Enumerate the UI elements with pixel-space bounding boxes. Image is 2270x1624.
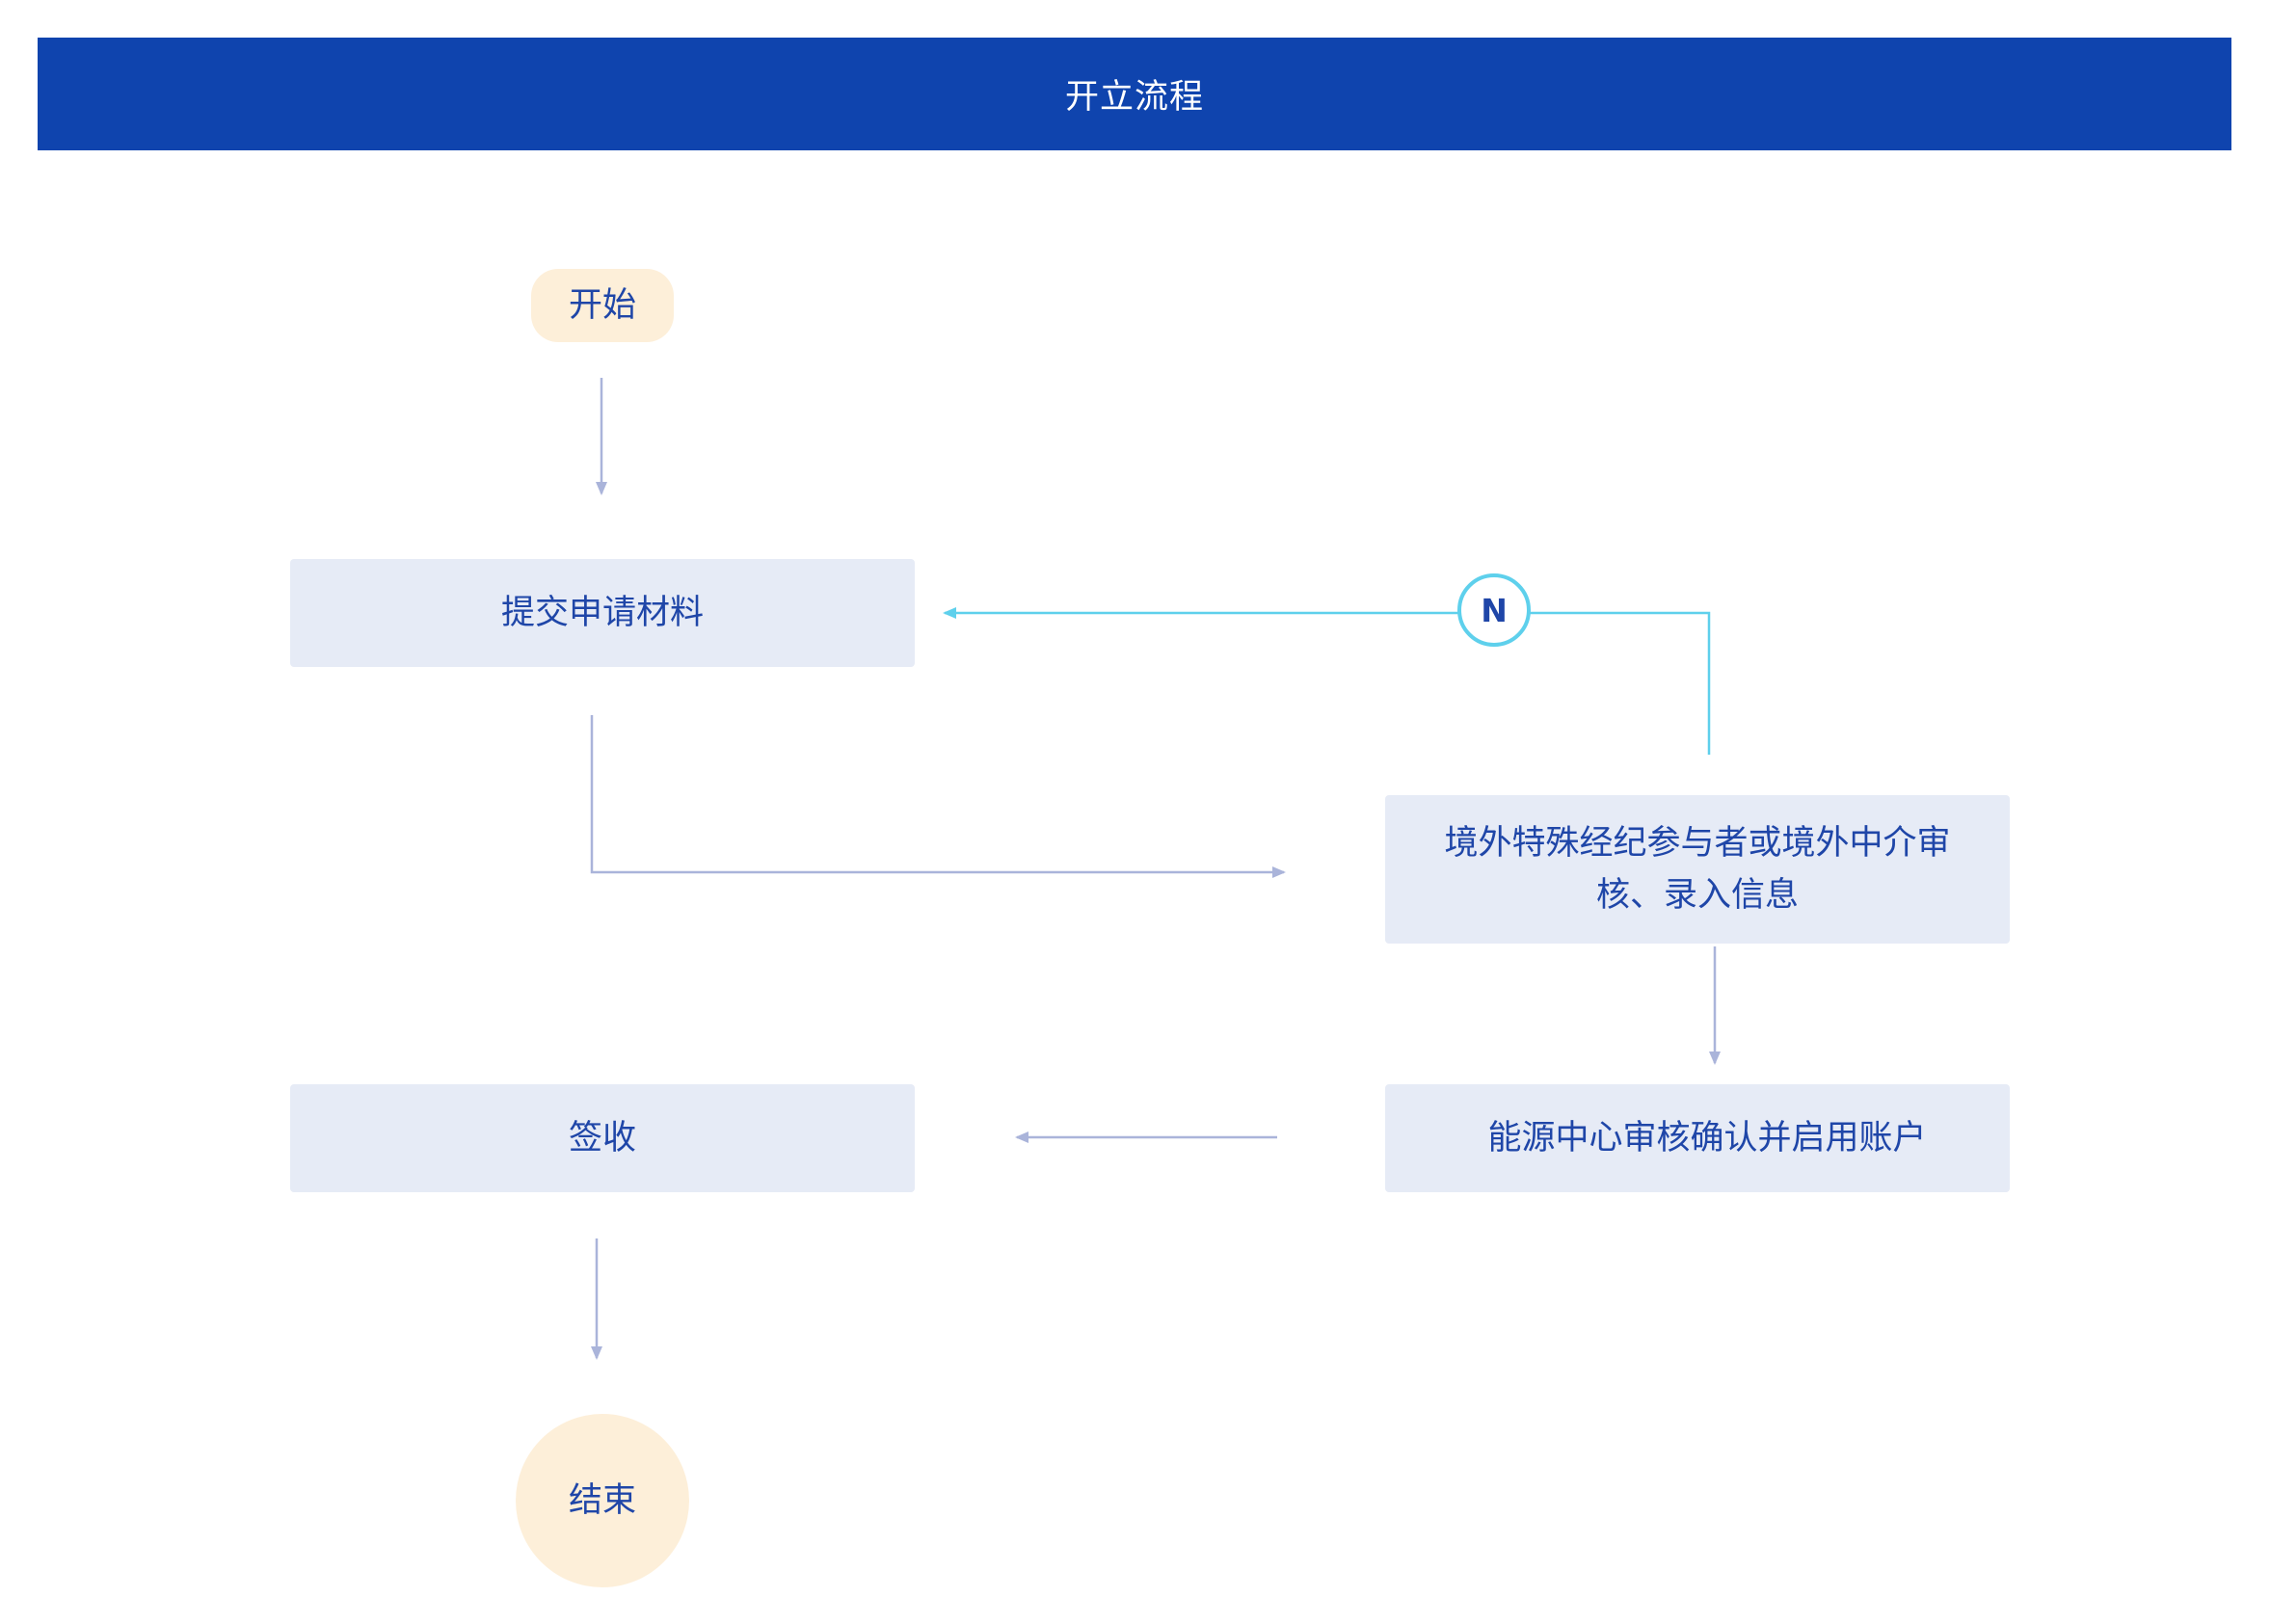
end-node: 结束 bbox=[516, 1414, 689, 1587]
start-node-label: 开始 bbox=[568, 286, 636, 325]
reject-n-label: N bbox=[1481, 591, 1508, 629]
sign-receipt-node: 签收 bbox=[290, 1084, 915, 1192]
page-title: 开立流程 bbox=[1064, 78, 1204, 117]
start-node: 开始 bbox=[531, 269, 674, 342]
arrow-review-to-submit-reject bbox=[943, 607, 1711, 755]
reject-n-badge: N bbox=[1457, 573, 1531, 647]
sign-receipt-label: 签收 bbox=[568, 1119, 636, 1158]
center-confirm-label: 能源中心审核确认并启用账户 bbox=[1487, 1119, 1927, 1158]
submit-materials-label: 提交申请材料 bbox=[500, 594, 704, 632]
broker-review-node: 境外特殊经纪参与者或境外中介审核、录入信息 bbox=[1385, 795, 2010, 944]
broker-review-label: 境外特殊经纪参与者或境外中介审核、录入信息 bbox=[1444, 824, 1951, 915]
center-confirm-node: 能源中心审核确认并启用账户 bbox=[1385, 1084, 2010, 1192]
arrow-submit-to-review bbox=[590, 715, 1286, 878]
end-node-label: 结束 bbox=[568, 1481, 636, 1520]
submit-materials-node: 提交申请材料 bbox=[290, 559, 915, 667]
header-bar: 开立流程 bbox=[38, 38, 2231, 150]
